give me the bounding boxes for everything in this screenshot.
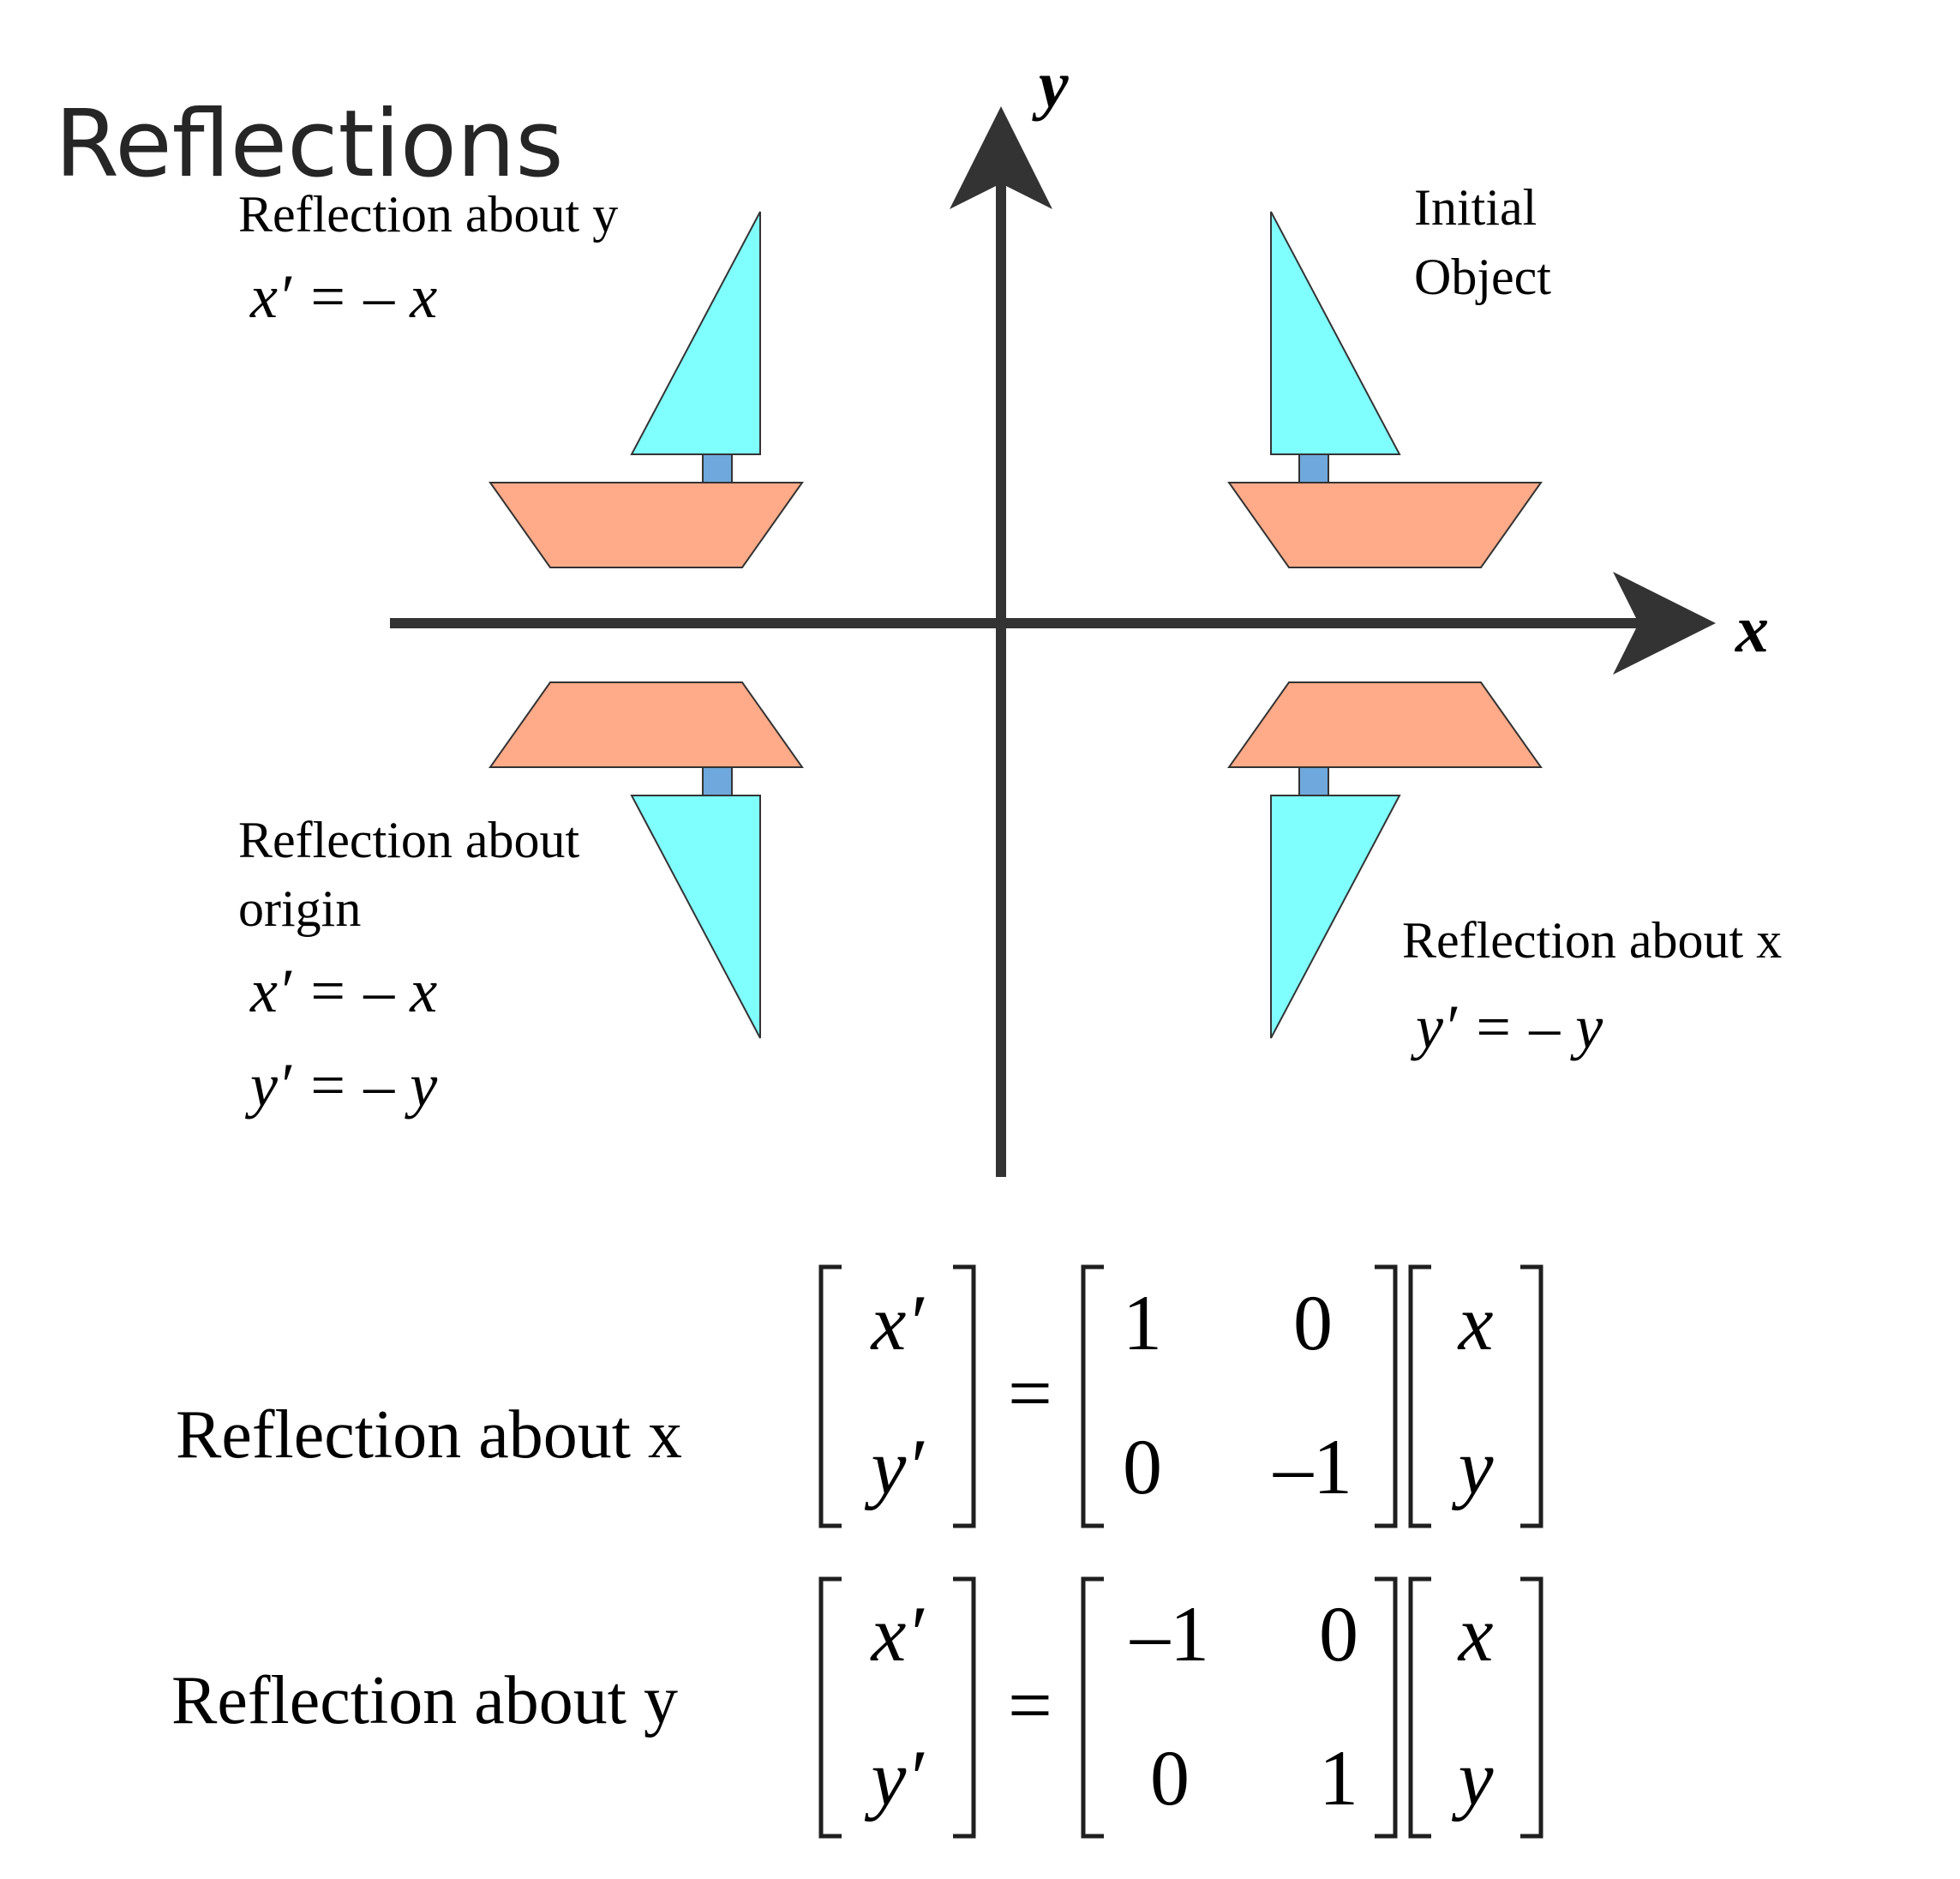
sail xyxy=(630,211,761,455)
rhs-y: y xyxy=(1452,1423,1494,1510)
eq-about-origin-x: x′ = – x xyxy=(249,957,437,1025)
hull xyxy=(489,681,804,768)
equals-sign: = xyxy=(1008,1661,1052,1749)
matrix-cell: 0 xyxy=(1293,1279,1333,1366)
label-initial-line2: Object xyxy=(1414,249,1551,305)
boat-initial xyxy=(1227,211,1543,568)
label-about-y: Reflection about y xyxy=(238,186,618,243)
mast xyxy=(702,453,733,483)
matrix-equation-about-y: Reflection about y x′ y′ = –1 0 0 1 x y xyxy=(171,1576,1543,1839)
matrix-cell: 1 xyxy=(1123,1279,1162,1366)
matrix-equation-about-x: Reflection about x x′ y′ = 1 0 0 –1 x y xyxy=(176,1264,1543,1528)
matrix-cell: 1 xyxy=(1319,1734,1358,1822)
matrix-cell: 0 xyxy=(1319,1590,1358,1678)
rhs-x: x xyxy=(1457,1279,1494,1366)
matrix-cell: –1 xyxy=(1130,1590,1209,1678)
mast xyxy=(1298,453,1329,483)
rhs-x: x xyxy=(1457,1590,1494,1678)
mast xyxy=(1298,766,1329,796)
sail xyxy=(630,795,761,1039)
matrix-cell: 0 xyxy=(1150,1734,1190,1822)
rhs-y: y xyxy=(1452,1734,1494,1822)
boat-reflected-x xyxy=(1227,681,1543,1039)
hull xyxy=(1227,681,1543,768)
label-about-x: Reflection about x xyxy=(1402,912,1782,969)
label-initial-line1: Initial xyxy=(1414,179,1537,236)
label-about-origin-line2: origin xyxy=(238,880,361,937)
y-axis-label: y xyxy=(1032,47,1069,122)
equals-sign: = xyxy=(1008,1349,1052,1437)
lhs-x-prime: x′ xyxy=(870,1279,926,1366)
lhs-y-prime: y′ xyxy=(865,1734,926,1822)
matrix-cell: –1 xyxy=(1273,1423,1352,1510)
eq-about-y: x′ = – x xyxy=(249,262,437,331)
matrix-cell: 0 xyxy=(1123,1423,1162,1510)
hull xyxy=(1227,482,1543,568)
eq-about-origin-y: y′ = – y xyxy=(244,1051,437,1120)
boat-reflected-origin xyxy=(489,681,804,1039)
mast xyxy=(702,766,733,796)
sail xyxy=(1270,795,1401,1039)
lhs-x-prime: x′ xyxy=(870,1590,926,1678)
hull xyxy=(489,482,804,568)
x-axis-label: x xyxy=(1735,591,1769,666)
matrix-label-about-y: Reflection about y xyxy=(171,1663,678,1738)
sail xyxy=(1270,211,1401,455)
lhs-y-prime: y′ xyxy=(865,1423,926,1510)
label-about-origin-line1: Reflection about xyxy=(238,812,580,868)
eq-about-x: y′ = – y xyxy=(1410,993,1603,1061)
matrix-label-about-x: Reflection about x xyxy=(176,1397,682,1473)
boat-reflected-y xyxy=(489,211,804,568)
page-title: Reflections xyxy=(55,91,564,198)
